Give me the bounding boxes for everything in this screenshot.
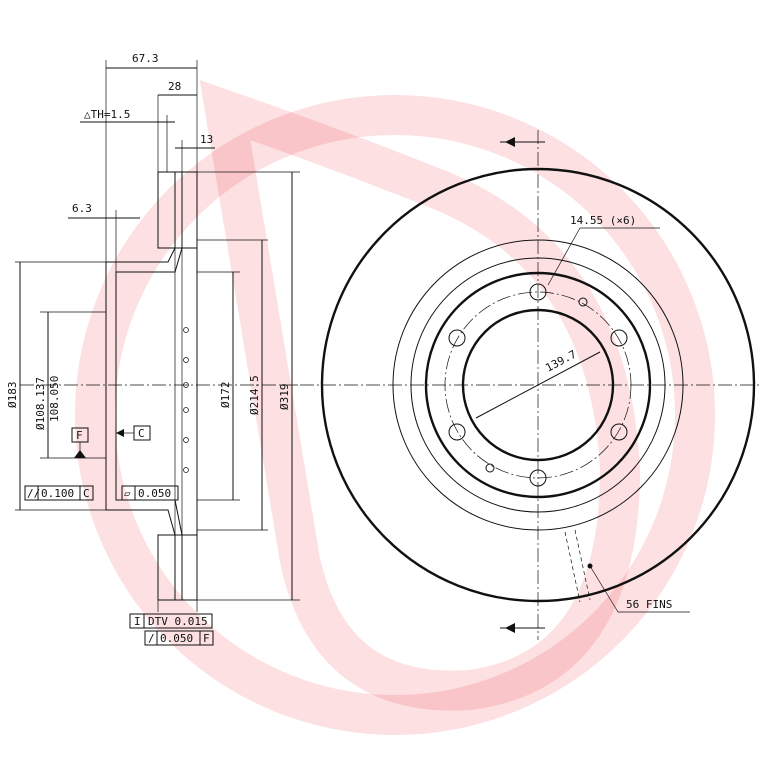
svg-text:F: F xyxy=(76,429,83,442)
svg-text:0.050: 0.050 xyxy=(160,632,193,645)
svg-text:F: F xyxy=(203,632,210,645)
tolerance-parallel-box: // 0.100 C xyxy=(24,485,94,501)
svg-text:▱: ▱ xyxy=(124,487,131,500)
pcd-label: 139.7 xyxy=(543,348,578,375)
dim-min-thickness: △TH=1.5 xyxy=(84,108,130,121)
svg-text://: // xyxy=(27,487,40,500)
front-view: 139.7 14.55 (×6) 56 FINS xyxy=(300,130,760,640)
dim-outer-diameter: Ø319 xyxy=(278,384,291,411)
datum-c-marker: C xyxy=(116,425,151,441)
dim-center-bore-min: 108.050 xyxy=(48,376,61,422)
dim-total-height: 67.3 xyxy=(132,52,159,65)
brembo-logo-watermark xyxy=(75,80,715,735)
svg-text:0.100: 0.100 xyxy=(41,487,74,500)
tolerance-flatness-box: ▱ 0.050 xyxy=(121,485,179,501)
dim-hat-thickness: 6.3 xyxy=(72,202,92,215)
bolt-holes xyxy=(448,283,628,487)
section-view: 67.3 28 △TH=1.5 13 6.3 Ø319 Ø214.5 xyxy=(6,52,300,646)
bolt-holes-label: 14.55 (×6) xyxy=(570,214,636,227)
dim-disc-thickness: 28 xyxy=(168,80,181,93)
tolerance-runout-box: / 0.050 F xyxy=(144,630,214,646)
svg-text:C: C xyxy=(83,487,90,500)
svg-text:0.050: 0.050 xyxy=(138,487,171,500)
left-dimensions: Ø183 Ø108.137 108.050 xyxy=(6,261,106,511)
disc-outer-edge xyxy=(320,167,756,603)
svg-text:C: C xyxy=(138,427,145,440)
dim-hat-diameter: Ø172 xyxy=(219,382,232,409)
dim-center-outer: Ø183 xyxy=(6,382,19,409)
center-bore xyxy=(461,308,615,462)
fins-label: 56 FINS xyxy=(626,598,672,611)
dim-friction-ring: 13 xyxy=(200,133,213,146)
top-dimensions: 67.3 28 △TH=1.5 13 6.3 xyxy=(68,52,215,272)
right-dimensions: Ø319 Ø214.5 Ø172 xyxy=(197,171,300,601)
svg-text:/: / xyxy=(148,632,155,645)
pcd-circle xyxy=(444,291,632,479)
dim-friction-inner: Ø214.5 xyxy=(248,375,261,415)
dim-center-bore-max: Ø108.137 xyxy=(34,377,47,430)
svg-text:I: I xyxy=(134,615,141,628)
friction-inner-edge xyxy=(392,239,684,531)
tolerance-dtv-box: I DTV 0.015 xyxy=(129,600,213,629)
hat-edge xyxy=(424,271,652,499)
disc-section-profile xyxy=(105,171,198,601)
datum-f-marker: F xyxy=(71,427,89,458)
svg-text:DTV 0.015: DTV 0.015 xyxy=(148,615,208,628)
